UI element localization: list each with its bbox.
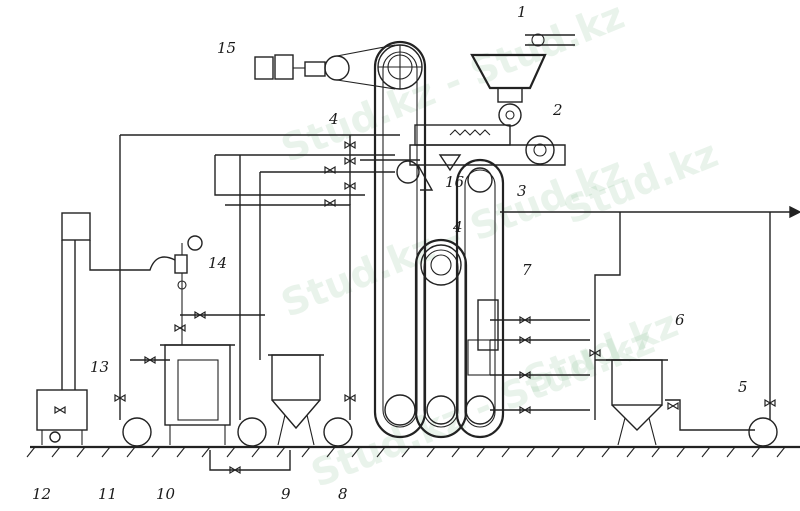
label-16: 16 xyxy=(445,173,465,191)
ground-floor xyxy=(26,445,800,458)
pumps xyxy=(122,417,778,447)
label-4-top: 4 xyxy=(329,110,339,128)
label-2: 2 xyxy=(553,101,563,119)
fan-16 xyxy=(360,159,434,191)
tank-6 xyxy=(606,359,668,446)
label-10: 10 xyxy=(156,485,176,503)
unit-7 xyxy=(467,299,499,376)
label-1: 1 xyxy=(517,3,527,21)
tank-10 xyxy=(160,344,235,445)
label-8: 8 xyxy=(338,485,348,503)
label-9: 9 xyxy=(281,485,291,503)
conveyor-right xyxy=(455,158,505,439)
label-3: 3 xyxy=(517,182,527,200)
regulator-14 xyxy=(89,235,203,345)
label-11: 11 xyxy=(98,485,118,503)
label-12: 12 xyxy=(32,485,52,503)
tank-9 xyxy=(268,354,324,446)
label-14: 14 xyxy=(208,254,228,272)
tank-13 xyxy=(36,212,91,445)
drive-15 xyxy=(254,44,396,90)
pipe-network xyxy=(119,134,800,471)
screw-trough xyxy=(409,124,566,172)
conveyor-middle xyxy=(414,238,468,439)
hopper-1 xyxy=(470,33,575,127)
label-15: 15 xyxy=(217,39,237,57)
conveyor-main-left xyxy=(373,40,427,439)
label-13: 13 xyxy=(90,358,110,376)
label-7: 7 xyxy=(522,261,532,279)
label-5: 5 xyxy=(738,378,748,396)
label-6: 6 xyxy=(675,311,685,329)
label-4-mid: 4 xyxy=(453,218,463,236)
